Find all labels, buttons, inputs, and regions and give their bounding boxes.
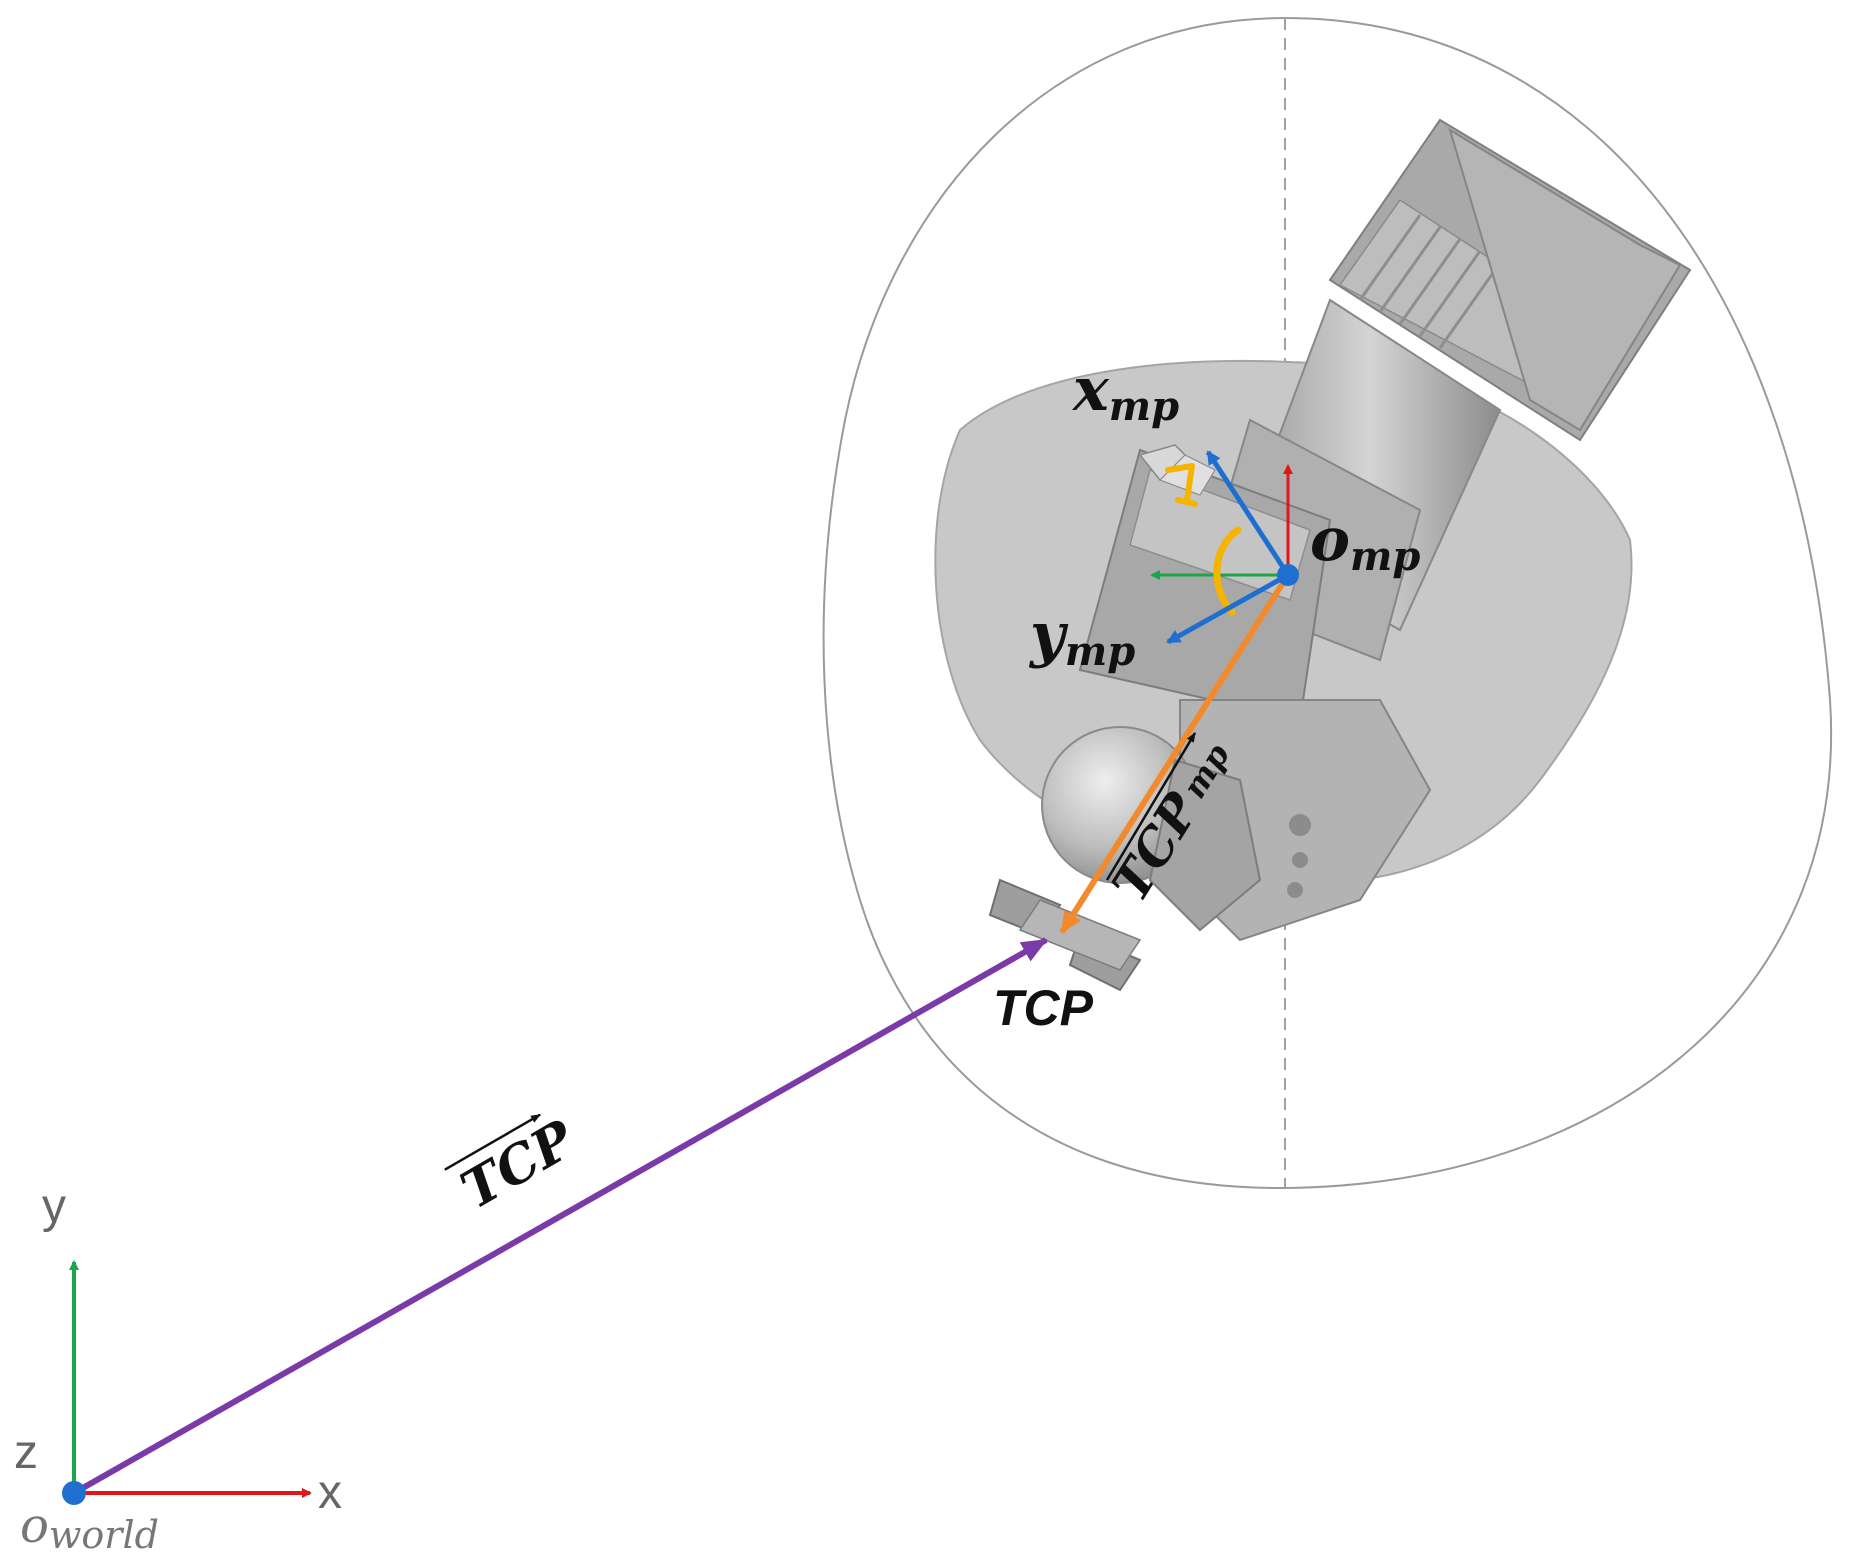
world-z-label: z — [14, 1426, 38, 1479]
workspace-boundary — [822, 16, 1833, 1190]
world-origin-dot — [62, 1481, 86, 1505]
world-x-label: x — [318, 1466, 342, 1519]
tcp-point-label: TCP — [993, 980, 1094, 1036]
tcp-world-vector — [72, 937, 1048, 1496]
robot-tool-flange — [988, 878, 1142, 992]
rotation-arc-icon — [1213, 526, 1242, 616]
tcp-mp-vector — [1059, 573, 1291, 934]
world-origin-label: oworld — [20, 1498, 159, 1553]
mp-x-axis-arrow — [1205, 450, 1291, 577]
mp-x-label: xmp — [1071, 355, 1179, 430]
tcp-mp-label-overarrow — [1105, 732, 1197, 881]
mp-y-axis-arrow — [1166, 572, 1290, 645]
rotation-bracket-icon — [1165, 463, 1198, 507]
robot-motor-housing — [1328, 118, 1692, 442]
tcp-world-label-group: TCP — [444, 1108, 586, 1221]
mp-origin-label: omp — [1310, 505, 1420, 580]
tcp-world-label: TCP — [451, 1108, 586, 1221]
mp-y-label: ymp — [1028, 600, 1135, 675]
world-y-label: y — [42, 1180, 66, 1233]
mp-origin-dot — [1277, 564, 1299, 586]
